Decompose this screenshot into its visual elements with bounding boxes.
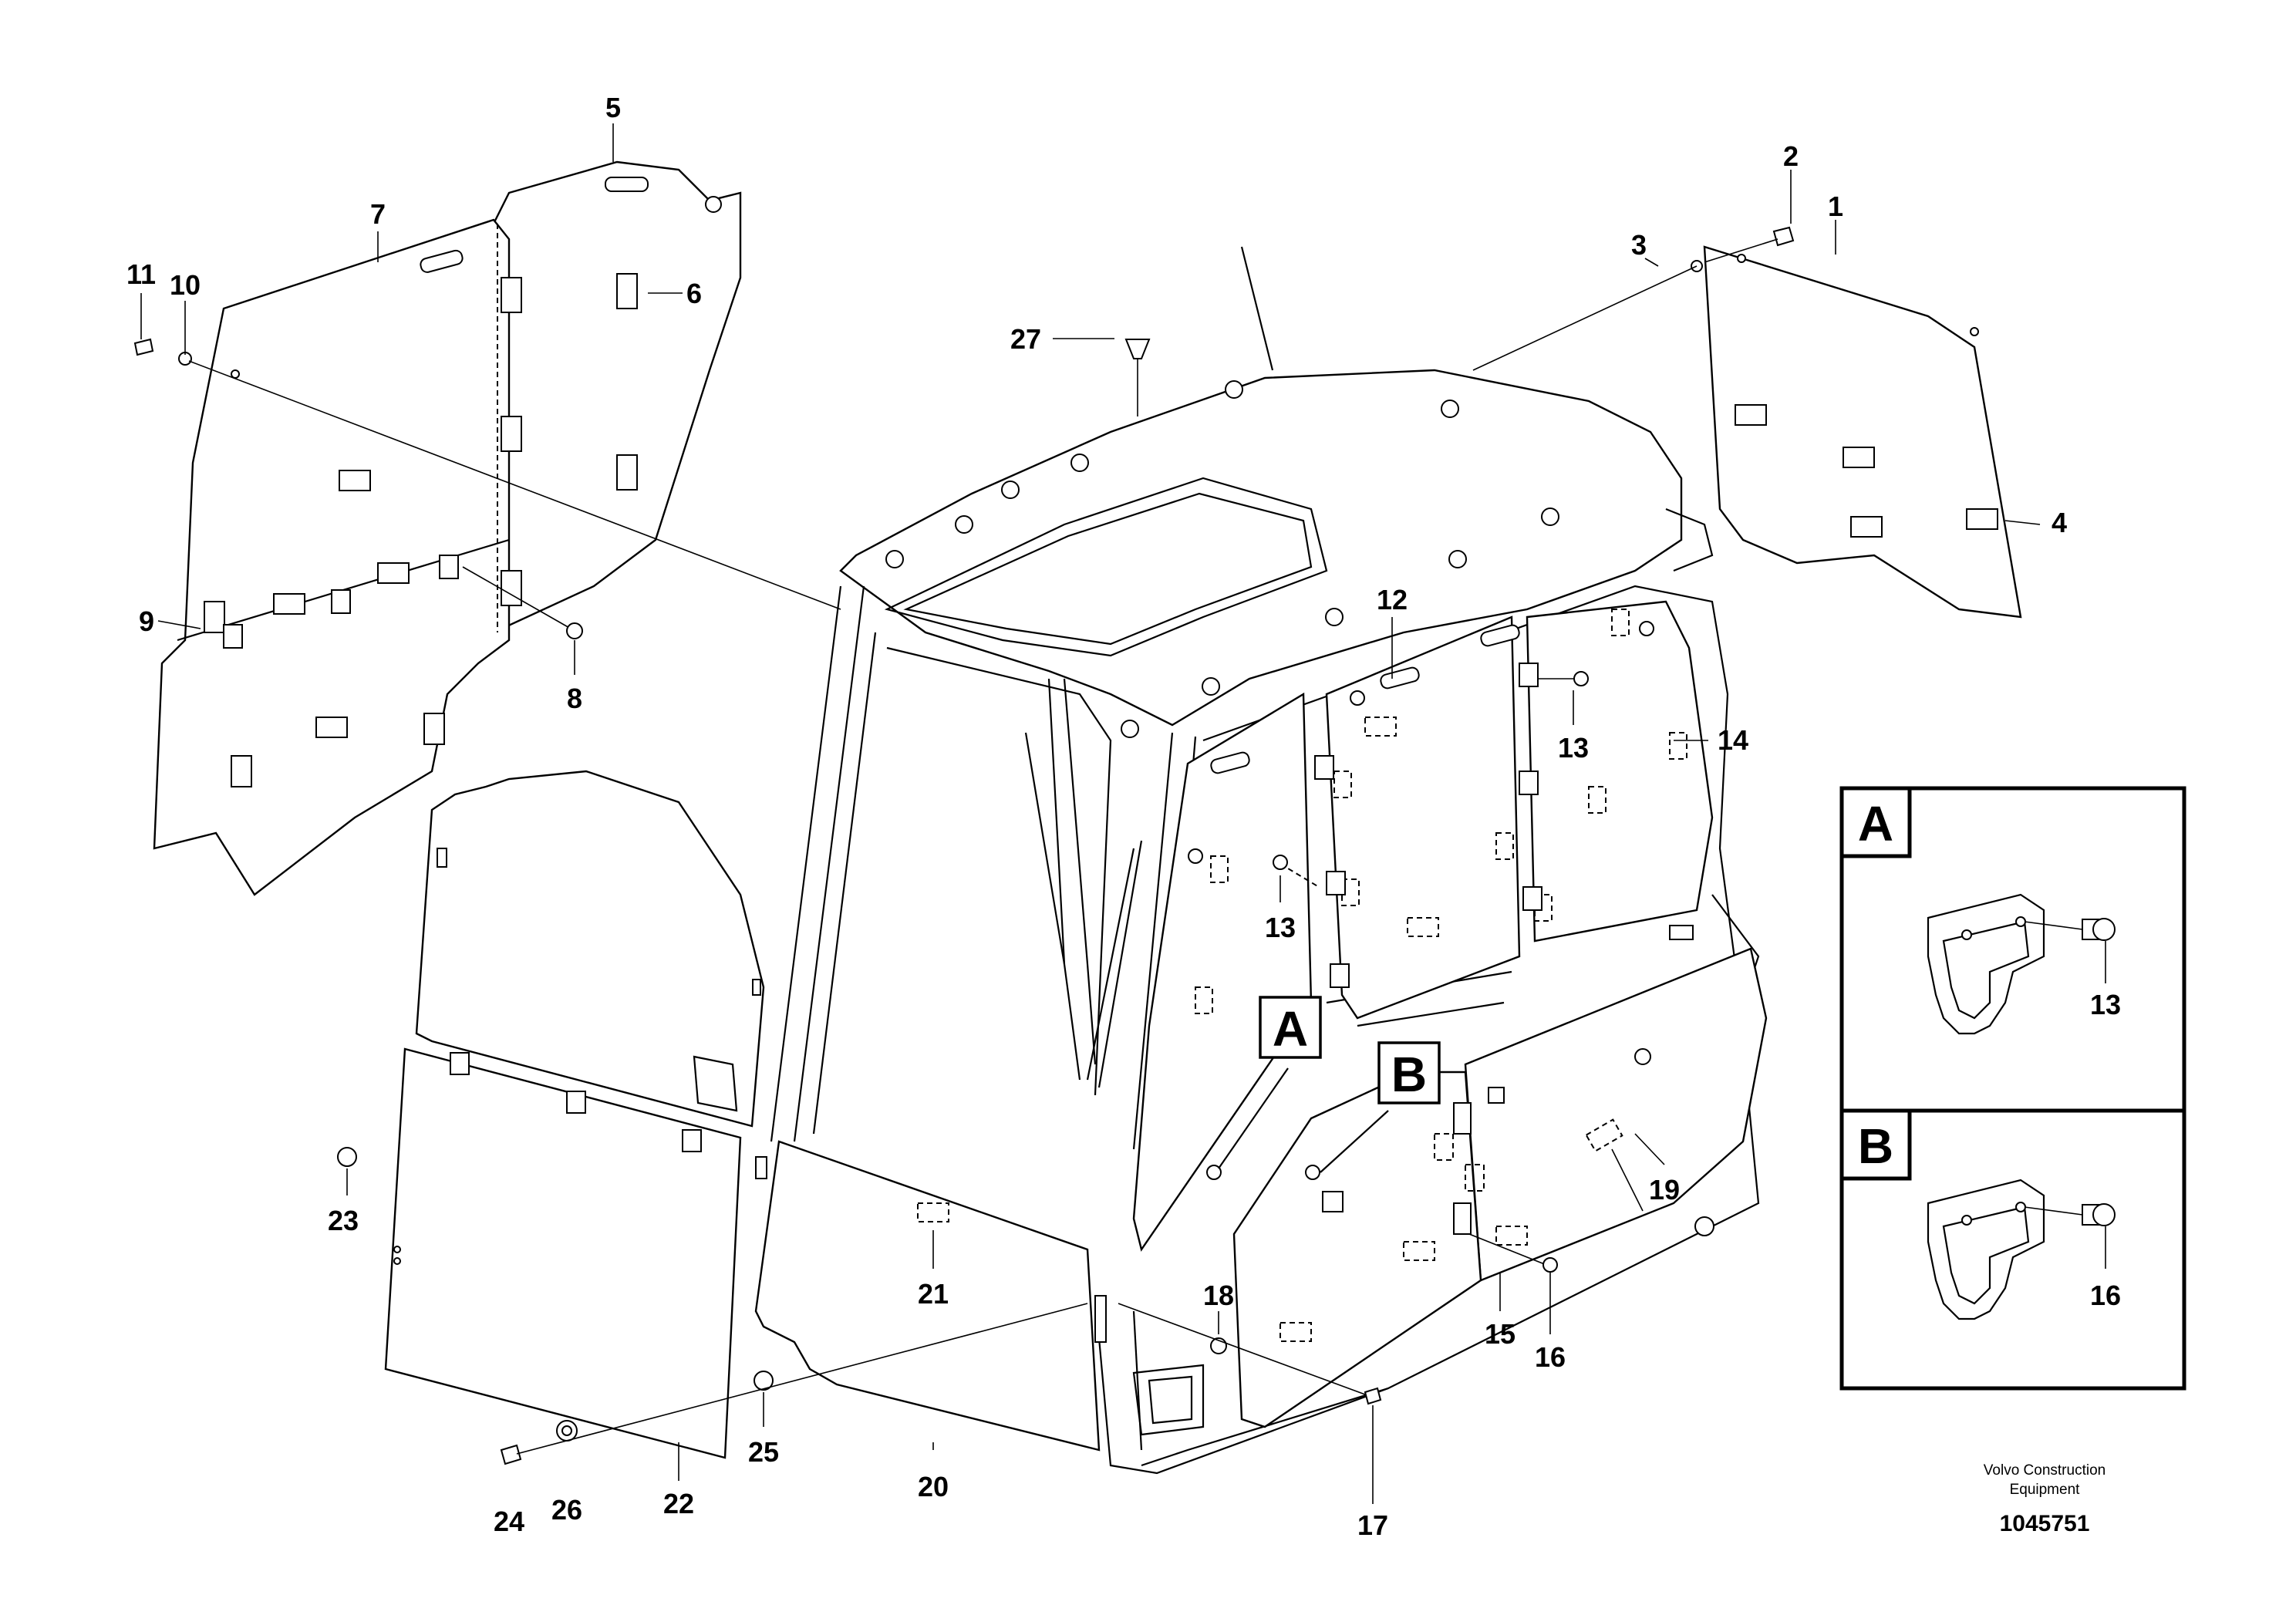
part-label-2: 2 [1783, 140, 1799, 172]
part-label-15: 15 [1485, 1318, 1515, 1350]
publisher-credit: Volvo Construction Equipment 1045751 [1984, 1462, 2106, 1536]
lower-side-panels [1232, 947, 1768, 1428]
part-label-17: 17 [1357, 1509, 1388, 1541]
part-label-22: 22 [663, 1488, 694, 1519]
detail-b-letter: B [1858, 1118, 1893, 1174]
front-lower-panel [754, 1140, 1107, 1452]
hardware [133, 226, 1795, 1465]
detail-a-letter: A [1858, 796, 1893, 851]
part-label-13: 13 [1558, 732, 1589, 764]
part-label-25: 25 [748, 1436, 779, 1468]
callout-B-box: B [1377, 1041, 1441, 1104]
detail-view-a: A 13 [1839, 786, 2186, 1114]
side-headliner-panels [1132, 600, 1714, 1252]
part-label-14: 14 [1718, 724, 1748, 756]
part-label-9: 9 [139, 605, 154, 637]
part-label-12: 12 [1377, 584, 1408, 615]
part-label-3: 3 [1631, 229, 1647, 261]
cab-body [770, 246, 1760, 1475]
part-label-6: 6 [686, 278, 702, 309]
part-label-23: 23 [328, 1205, 359, 1236]
part-label-10: 10 [170, 269, 201, 301]
roof-studs [885, 380, 1559, 738]
part-label-8: 8 [567, 683, 582, 714]
callout-a-label: A [1273, 1001, 1308, 1057]
document-number: 1045751 [2000, 1511, 2090, 1536]
part-label-18: 18 [1203, 1280, 1234, 1311]
part-label-11: 11 [126, 258, 156, 290]
part-label-26: 26 [551, 1494, 582, 1526]
left-door-panel-lower [384, 1047, 742, 1459]
detail-b-part: 16 [2090, 1280, 2121, 1311]
part-label-7: 7 [370, 198, 386, 230]
credit-line-2: Equipment [2010, 1482, 2081, 1498]
part-label-19: 19 [1649, 1174, 1680, 1206]
rear-panel [1703, 245, 2022, 619]
part-label-24: 24 [494, 1506, 524, 1537]
detail-a-part: 13 [2090, 989, 2121, 1020]
left-door-panel-upper [415, 770, 765, 1128]
part-label-1: 1 [1828, 191, 1843, 222]
part-labels: 1 2 3 4 5 6 7 8 9 10 11 12 13 13 14 15 1… [126, 92, 2067, 1541]
part-label-13: 13 [1265, 912, 1296, 943]
callout-A-box: A [1259, 996, 1322, 1059]
detail-view-b: B 16 [1839, 1108, 2186, 1391]
callout-b-label: B [1391, 1047, 1427, 1102]
credit-line-1: Volvo Construction [1984, 1462, 2106, 1479]
leader-lines [140, 123, 2041, 1504]
part-label-4: 4 [2052, 507, 2067, 538]
part-label-21: 21 [918, 1278, 949, 1310]
part-label-20: 20 [918, 1471, 949, 1502]
part-label-27: 27 [1010, 323, 1041, 355]
part-label-5: 5 [605, 92, 621, 123]
upper-left-panels [153, 160, 742, 896]
part-label-16: 16 [1535, 1341, 1566, 1373]
